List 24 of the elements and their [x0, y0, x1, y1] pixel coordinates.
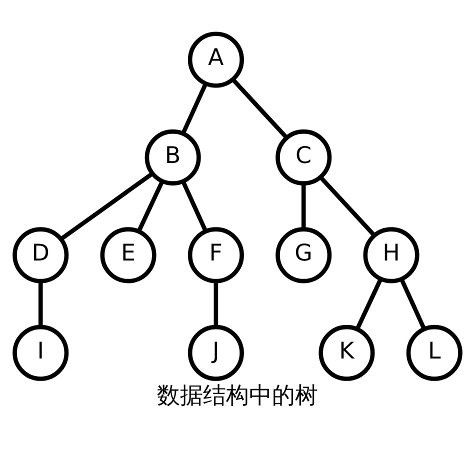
connector [318, 175, 376, 236]
connector [180, 82, 208, 134]
connector [300, 183, 306, 228]
node-circle: D [12, 226, 68, 283]
node-circle: A [187, 31, 244, 88]
node-circle: K [318, 324, 374, 380]
node-circle: L [406, 324, 462, 380]
connector [59, 171, 153, 240]
connector [213, 281, 218, 326]
node-circle: H [362, 226, 419, 283]
connector [354, 278, 382, 330]
connector [230, 78, 288, 139]
node-circle: J [187, 324, 244, 380]
node-circle: E [100, 226, 156, 283]
node-circle: F [187, 226, 244, 283]
caption: 数据结构中的树 [156, 382, 318, 408]
node-circle: B [144, 128, 200, 185]
node-circle: I [12, 324, 68, 380]
connector [38, 281, 42, 326]
node-circle: C [275, 128, 332, 185]
connector [180, 180, 207, 232]
connector [399, 278, 426, 329]
node-circle: G [275, 226, 332, 283]
connector [136, 180, 164, 232]
